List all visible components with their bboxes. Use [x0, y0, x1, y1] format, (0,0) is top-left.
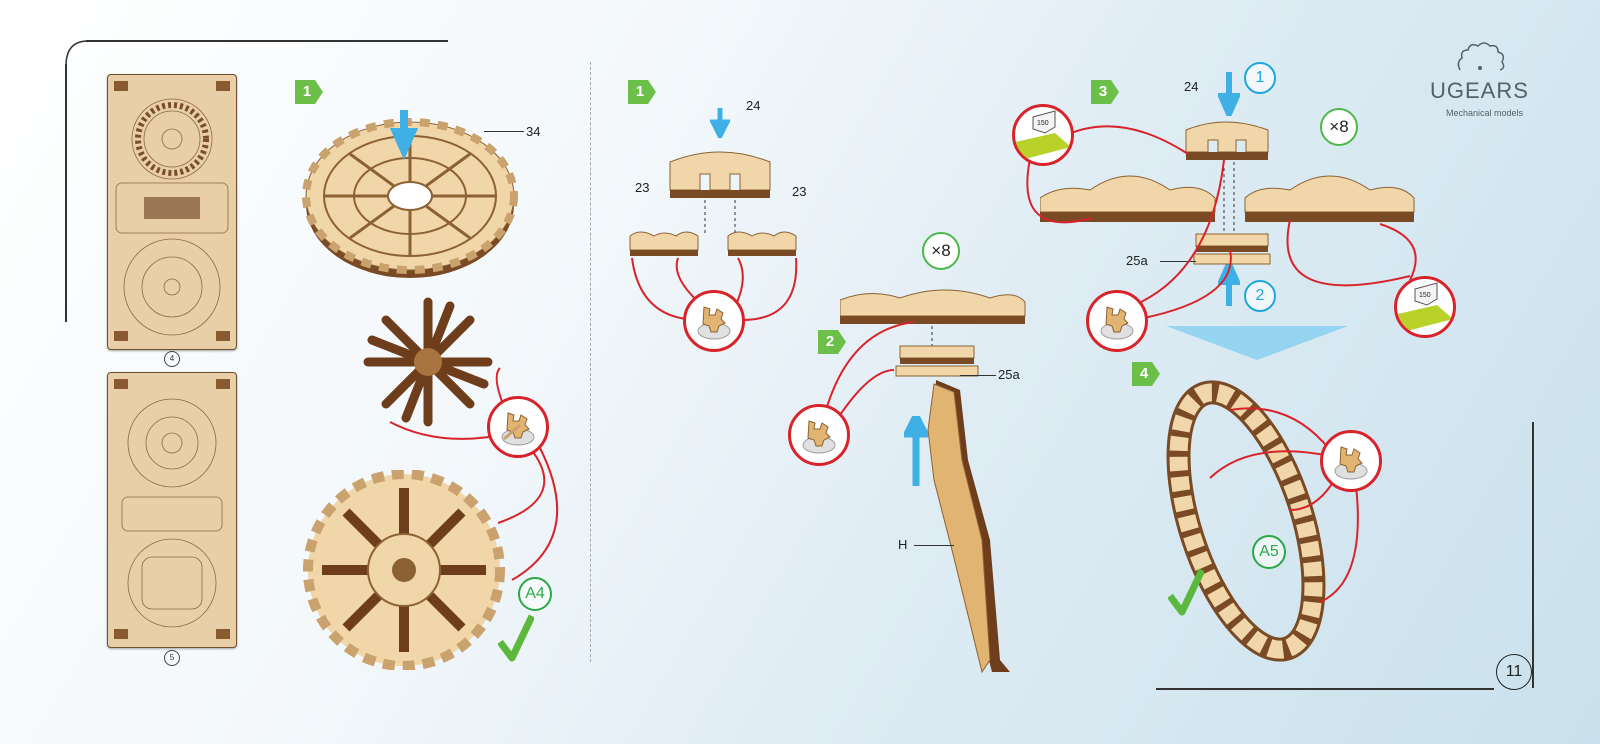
multiplier-badge-step3: ×8 — [1320, 108, 1358, 146]
sub-step-badge-2: 2 — [1244, 280, 1276, 312]
gear-34-illustration — [302, 110, 518, 278]
step-badge-left-1: 1 — [295, 80, 325, 104]
glue-arrows-step4 — [1209, 407, 1359, 603]
step2-assembly-illustration — [840, 289, 1026, 674]
blue-arrow-icon-step3-up — [1218, 262, 1240, 306]
checkmark-icon-left — [498, 614, 534, 662]
frame-corner — [65, 40, 89, 67]
part-label-23-left: 23 — [635, 180, 650, 195]
part-label-34: 34 — [526, 124, 541, 139]
svg-text:150: 150 — [1037, 120, 1049, 127]
sandpaper-icon-left: 150 — [1012, 104, 1074, 166]
glue-pot-icon-step3 — [1086, 290, 1148, 352]
leader-line-h — [914, 545, 954, 546]
glue-pot-icon-step1 — [683, 290, 745, 352]
glue-pot-icon-left — [487, 396, 549, 458]
svg-text:150: 150 — [1419, 292, 1431, 299]
sandpaper-icon-right: 150 — [1394, 276, 1456, 338]
step-badge-right-4: 4 — [1132, 362, 1162, 386]
brand-tagline: Mechanical models — [1446, 108, 1524, 118]
sheet-5-number: 5 — [164, 650, 180, 666]
spoke-assembly-illustration — [363, 297, 493, 427]
part-label-h: H — [898, 537, 908, 552]
part-label-24-step1: 24 — [746, 98, 761, 113]
step-badge-right-1: 1 — [628, 80, 658, 104]
frame-left-line — [65, 64, 67, 322]
step1-parts-illustration — [629, 151, 798, 321]
sheet-4-pattern — [114, 81, 230, 341]
part-label-25a-step2: 25a — [998, 367, 1020, 382]
part-label-24-step3: 24 — [1184, 79, 1199, 94]
ring-assembly-illustration — [1166, 380, 1326, 662]
frame-top-line — [86, 40, 448, 42]
assembled-gear-illustration — [303, 470, 505, 670]
sub-step-badge-1: 1 — [1244, 62, 1276, 94]
direction-triangle-icon — [1166, 326, 1348, 360]
glue-pot-icon-step2 — [788, 404, 850, 466]
part-label-23-right: 23 — [792, 184, 807, 199]
leader-line-25a-step2 — [960, 375, 996, 376]
multiplier-badge-step2: ×8 — [922, 232, 960, 270]
reference-a5-badge: A5 — [1252, 535, 1286, 569]
plywood-sheet-5 — [107, 372, 237, 648]
plywood-sheet-4 — [107, 74, 237, 350]
page-number: 11 — [1496, 654, 1532, 690]
sheet-4-number: 4 — [164, 351, 180, 367]
blue-arrow-icon-step2 — [904, 416, 928, 486]
frame-right-line — [1532, 422, 1534, 688]
sheet-5-pattern — [114, 379, 230, 639]
glue-pot-icon-step4 — [1320, 430, 1382, 492]
section-divider — [590, 62, 591, 662]
glue-arrows-step2 — [825, 321, 915, 419]
glue-arrows-step3 — [1026, 125, 1417, 321]
leader-line-34 — [484, 131, 524, 132]
checkmark-icon-right — [1168, 568, 1204, 616]
step-badge-right-3: 3 — [1091, 80, 1121, 104]
step3-assembly-illustration — [1040, 121, 1415, 265]
blue-arrow-icon-step3-down — [1218, 72, 1240, 116]
brand-name: UGEARS — [1430, 78, 1529, 103]
step-badge-right-2: 2 — [818, 330, 848, 354]
blue-arrow-icon-step1 — [710, 108, 730, 138]
leader-line-25a-step3 — [1160, 261, 1196, 262]
part-label-25a-step3: 25a — [1126, 253, 1148, 268]
reference-a4-badge: A4 — [518, 577, 552, 611]
ugears-gear-logo-icon — [1457, 42, 1505, 71]
frame-bottom-line — [1156, 688, 1494, 690]
